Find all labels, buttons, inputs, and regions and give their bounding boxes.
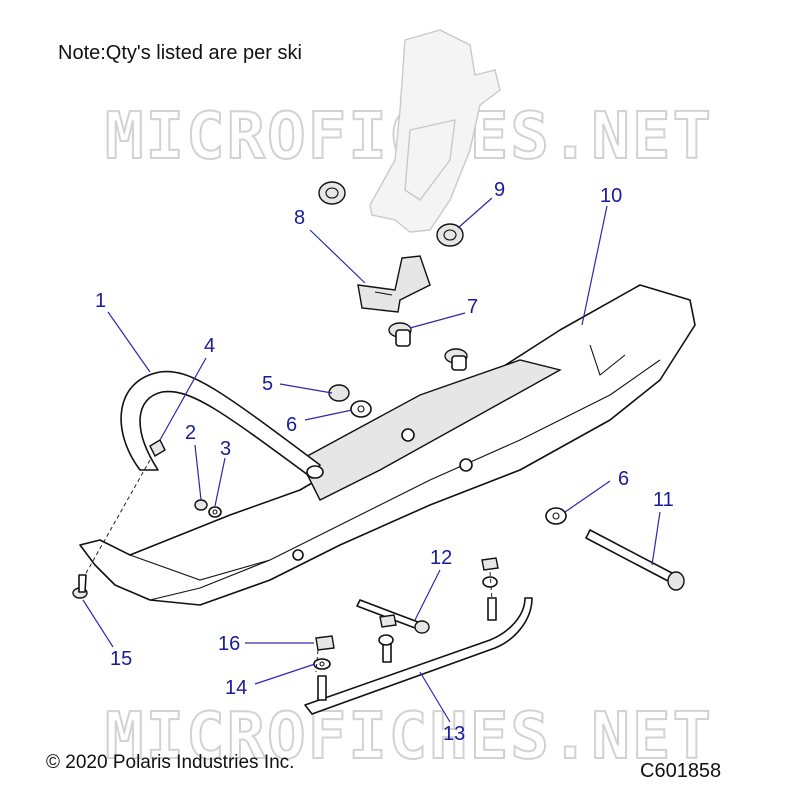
ski-damper: [357, 255, 431, 313]
pivot-bolt-left: [388, 322, 412, 347]
carbide-nut-16: [315, 635, 335, 651]
washer-14: [313, 658, 331, 670]
callout-12: 12: [430, 547, 452, 569]
ski-body: [79, 284, 696, 606]
callout-14: 14: [225, 677, 247, 699]
watermark-bottom: MICROFICHES.NET: [105, 700, 713, 774]
washer-3: [208, 506, 222, 518]
wear-bar: [304, 597, 533, 715]
leader-lines: [82, 197, 661, 723]
callout-9: 9: [494, 179, 505, 201]
note-text: Note:Qty's listed are per ski: [58, 42, 302, 64]
callout-6-upper: 6: [286, 414, 297, 436]
assembly-line-14: [315, 649, 319, 673]
pivot-bolt-right: [444, 348, 468, 371]
callout-6-lower: 6: [618, 468, 629, 490]
spindle-ghost: [369, 29, 501, 233]
bushing-upper: [318, 181, 346, 205]
callout-8: 8: [294, 207, 305, 229]
callout-11: 11: [653, 489, 674, 511]
front-bolt: [72, 574, 88, 599]
callout-15: 15: [110, 648, 132, 670]
callout-3: 3: [220, 438, 231, 460]
ski-loop-handle: [120, 370, 324, 479]
callout-10: 10: [600, 185, 622, 207]
copyright-text: © 2020 Polaris Industries Inc.: [46, 752, 295, 773]
bushing-lower: [436, 223, 464, 247]
assembly-line-13: [489, 571, 493, 601]
callout-16: 16: [218, 633, 240, 655]
washer-6-upper: [350, 400, 372, 418]
callout-2: 2: [185, 422, 196, 444]
loop-nut: [149, 439, 166, 457]
washer-6-lower: [545, 507, 567, 525]
long-pivot-bolt: [585, 529, 685, 591]
nut-2: [194, 499, 208, 511]
carbide-bolt: [356, 599, 430, 634]
figure-id: C601858: [640, 760, 722, 782]
callout-13: 13: [443, 723, 465, 745]
carbide-nut-mid: [378, 614, 397, 646]
assembly-line-15: [84, 459, 151, 576]
carbide-nut-right: [481, 557, 499, 588]
callout-1: 1: [95, 290, 106, 312]
callout-5: 5: [262, 373, 273, 395]
callout-4: 4: [204, 335, 215, 357]
callout-7: 7: [467, 296, 478, 318]
